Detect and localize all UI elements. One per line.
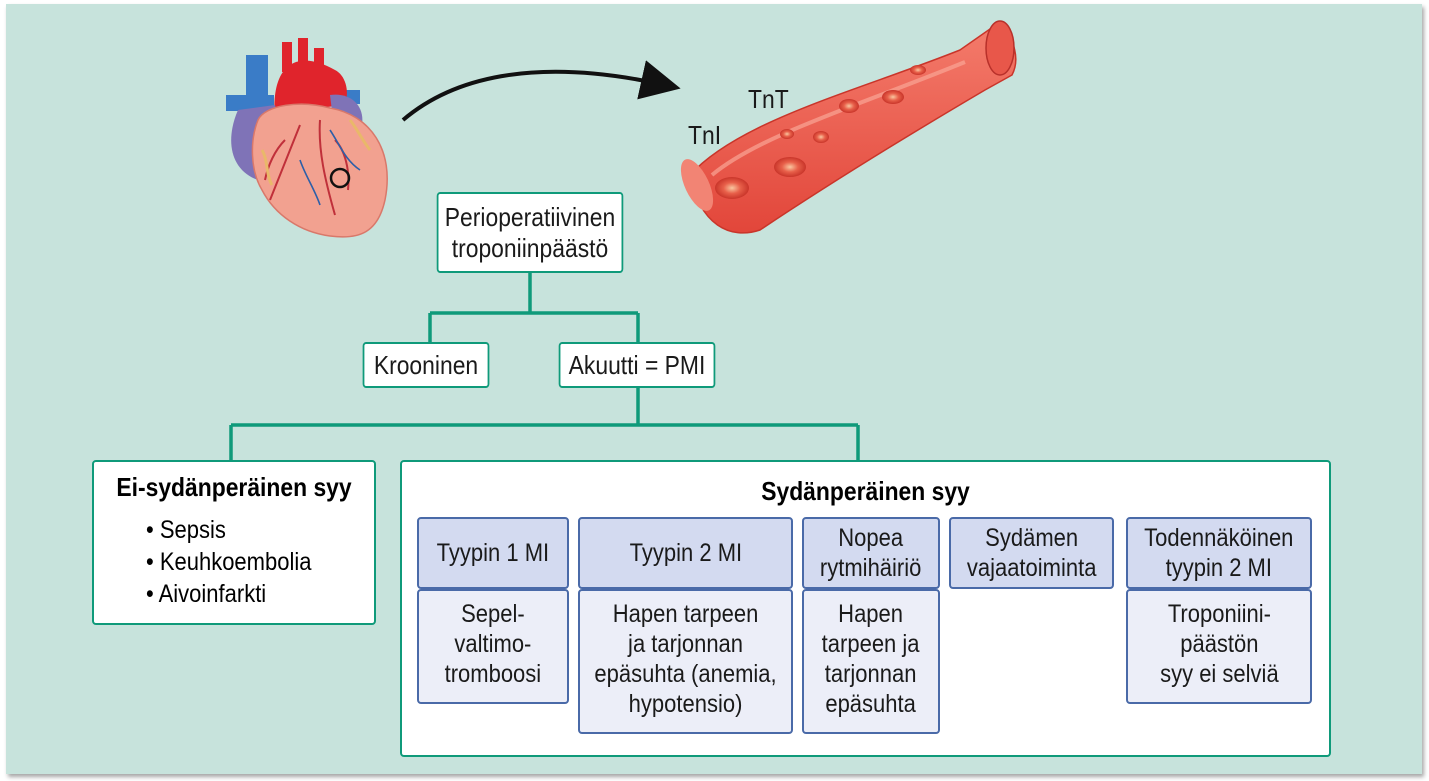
heart-icon bbox=[226, 38, 388, 238]
column-header-heart-failure: Sydämen vajaatoiminta bbox=[949, 517, 1114, 589]
node-chronic: Krooninen bbox=[362, 342, 490, 388]
tnt-label: TnT bbox=[748, 84, 789, 114]
column-body-type1-mi: Sepel- valtimo- tromboosi bbox=[417, 589, 569, 704]
column-body-arrhythmia: Hapen tarpeen ja tarjonnan epäsuhta bbox=[802, 589, 940, 734]
column-header-probable-type2-mi: Todennäköinen tyypin 2 MI bbox=[1126, 517, 1312, 589]
column-body-type2-mi: Hapen tarpeen ja tarjonnan epäsuhta (ane… bbox=[578, 589, 793, 734]
list-item: • Sepsis bbox=[146, 516, 226, 544]
column-header-type1-mi: Tyypin 1 MI bbox=[417, 517, 569, 589]
cardiac-title: Sydänperäinen syy bbox=[761, 476, 970, 506]
column-header-arrhythmia: Nopea rytmihäiriö bbox=[802, 517, 940, 589]
non-cardiac-list: • Sepsis • Keuhkoembolia • Aivoinfarkti bbox=[146, 514, 311, 610]
column-header-type2-mi: Tyypin 2 MI bbox=[578, 517, 793, 589]
tni-label: TnI bbox=[688, 120, 722, 150]
list-item: • Aivoinfarkti bbox=[146, 580, 267, 608]
non-cardiac-cause-box: Ei-sydänperäinen syy • Sepsis • Keuhkoem… bbox=[92, 460, 376, 625]
column-body-probable-type2-mi: Troponiini- päästön syy ei selviä bbox=[1126, 589, 1312, 704]
tree-connectors bbox=[229, 273, 860, 460]
arrow-icon bbox=[401, 60, 681, 122]
root-node-perioperative-troponin: Perioperatiivinen troponiinpäästö bbox=[436, 192, 624, 273]
non-cardiac-title: Ei-sydänperäinen syy bbox=[116, 472, 352, 502]
node-acute-pmi: Akuutti = PMI bbox=[558, 342, 716, 388]
blood-vessel-icon bbox=[680, 20, 1017, 234]
list-item: • Keuhkoembolia bbox=[146, 548, 312, 576]
